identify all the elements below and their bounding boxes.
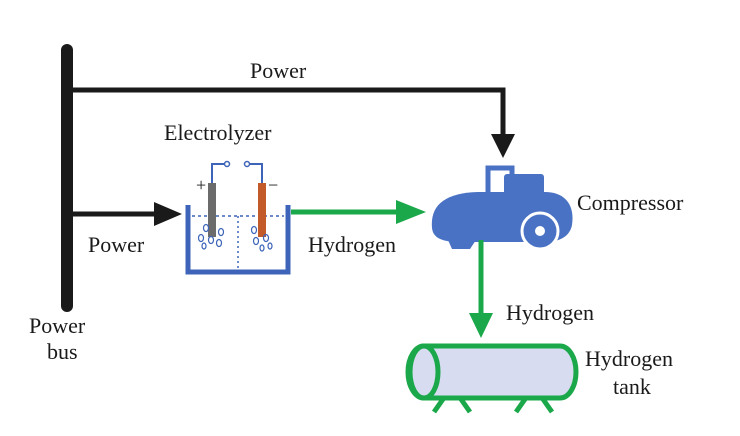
compressor-icon xyxy=(431,165,573,251)
power-bus-label-line1: Power xyxy=(29,313,86,338)
hydrogen-arrow-down-head xyxy=(469,313,493,338)
electrolyzer-icon xyxy=(185,160,291,275)
hydrogen-tank-label-line1: Hydrogen xyxy=(585,346,673,371)
electrode-plus-label: + xyxy=(196,175,206,195)
electrode-minus-label: − xyxy=(268,175,278,195)
power-arrow-top-head xyxy=(491,134,515,158)
compressor-label: Compressor xyxy=(577,190,684,215)
anode xyxy=(208,183,216,237)
hydrogen-label-mid: Hydrogen xyxy=(308,232,396,257)
cathode xyxy=(258,183,266,237)
power-line-top xyxy=(67,87,506,135)
power-label-left: Power xyxy=(88,232,145,257)
power-arrow-left-head xyxy=(154,202,182,226)
power-label-top: Power xyxy=(250,58,307,83)
power-bus-label-line2: bus xyxy=(47,339,78,364)
electrolyzer-label: Electrolyzer xyxy=(164,120,272,145)
hydrogen-label-down: Hydrogen xyxy=(506,300,594,325)
hydrogen-arrow-mid-head xyxy=(396,200,426,224)
hydrogen-tank-icon xyxy=(405,343,579,414)
hydrogen-tank-label-line2: tank xyxy=(613,374,651,399)
